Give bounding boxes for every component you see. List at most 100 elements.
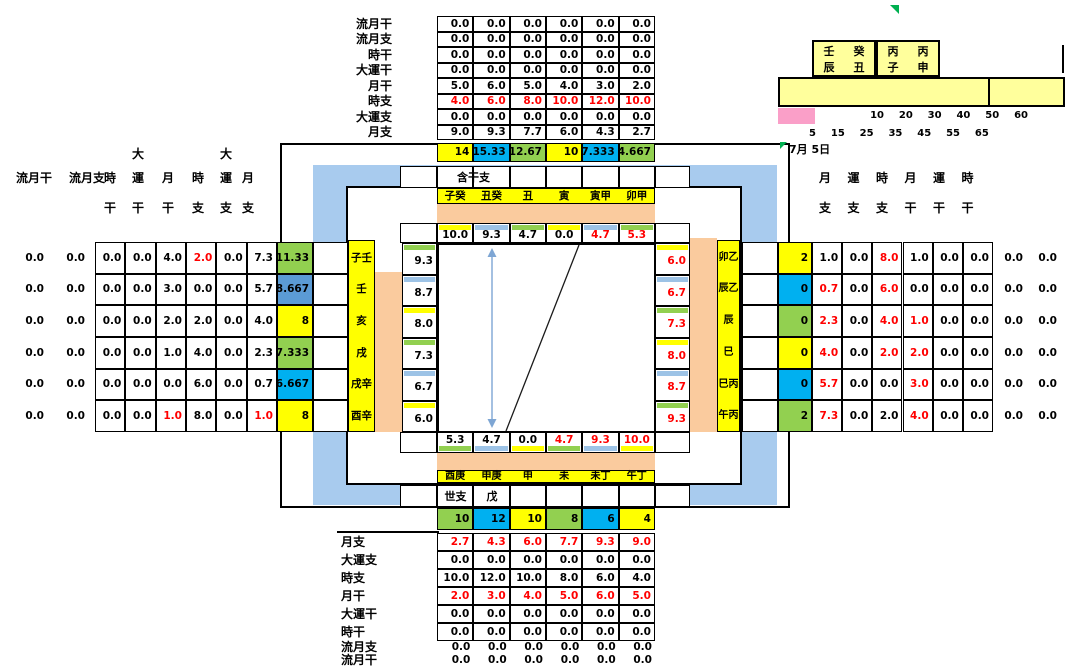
pillar-char[interactable]: 申 bbox=[917, 60, 929, 74]
chart-value-cell[interactable]: 4.7 bbox=[509, 223, 546, 243]
right-block-cell[interactable]: 8.0 bbox=[872, 242, 903, 274]
bottom-table-cell[interactable]: 0.0 bbox=[437, 605, 474, 623]
top-table-cell[interactable]: 4.3 bbox=[582, 124, 619, 140]
top-table-cell[interactable]: 0.0 bbox=[545, 47, 583, 63]
bottom-table-cell[interactable]: 10.0 bbox=[509, 569, 546, 587]
top-summary-cell[interactable]: 10 bbox=[545, 143, 583, 162]
right-block-cell[interactable]: 0.0 bbox=[962, 305, 993, 337]
left-block-outer-cell[interactable]: 0.0 bbox=[66, 251, 85, 264]
left-block-cell[interactable]: 1.0 bbox=[246, 400, 277, 432]
bottom-table-cell[interactable]: 4.0 bbox=[509, 587, 546, 605]
branch-label-bottom[interactable]: 申庚 bbox=[481, 470, 502, 482]
bottom-table-cell[interactable]: 8.0 bbox=[545, 569, 583, 587]
chart-value-cell[interactable]: 5.3 bbox=[618, 223, 655, 243]
left-header-label[interactable]: 月 bbox=[161, 171, 174, 185]
bottom-summary-cell[interactable]: 8 bbox=[545, 508, 583, 530]
bottom-table-row-label[interactable]: 時干 bbox=[341, 625, 366, 639]
pillar-char[interactable]: 癸 bbox=[853, 44, 865, 58]
left-block-sum-cell[interactable]: 8.667 bbox=[276, 273, 313, 306]
right-block-cell[interactable]: 2.3 bbox=[812, 305, 843, 337]
left-block-cell[interactable]: 0.0 bbox=[95, 305, 126, 337]
bottom-table-row-label[interactable]: 月支 bbox=[341, 535, 366, 549]
left-block-cell[interactable]: 0.0 bbox=[95, 400, 126, 432]
right-block-cell[interactable]: 6.0 bbox=[872, 273, 903, 306]
chart-value-cell[interactable]: 8.0 bbox=[655, 337, 690, 369]
bottom-table-cell[interactable]: 0.0 bbox=[633, 654, 652, 666]
bottom-table-cell[interactable]: 0.0 bbox=[618, 623, 655, 641]
bottom-table-cell[interactable]: 3.0 bbox=[473, 587, 510, 605]
right-block-outer-cell[interactable]: 0.0 bbox=[1004, 283, 1023, 296]
top-table-row-label[interactable]: 流月支 bbox=[355, 32, 392, 47]
left-block-cell[interactable]: 0.0 bbox=[216, 305, 247, 337]
pillar-char[interactable]: 丙 bbox=[917, 44, 929, 58]
left-header-label[interactable]: 支 bbox=[219, 201, 232, 215]
top-table-cell[interactable]: 4.0 bbox=[545, 78, 583, 94]
left-block-cell[interactable]: 2.0 bbox=[185, 242, 217, 274]
right-block-cell[interactable]: 4.0 bbox=[872, 305, 903, 337]
bottom-table-cell[interactable]: 0.0 bbox=[437, 623, 474, 641]
left-block-outer-cell[interactable]: 0.0 bbox=[25, 251, 44, 264]
top-summary-cell[interactable]: 12.67 bbox=[509, 143, 546, 162]
right-block-cell[interactable]: 1.0 bbox=[902, 305, 933, 337]
left-block-outer-cell[interactable]: 0.0 bbox=[25, 283, 44, 296]
stem-label-left[interactable]: 子壬 bbox=[351, 251, 372, 264]
branch-label-bottom[interactable]: 酉庚 bbox=[445, 470, 466, 482]
top-table-cell[interactable]: 5.0 bbox=[437, 78, 474, 94]
bottom-table-cell[interactable]: 0.0 bbox=[488, 654, 507, 666]
right-block-outer-cell[interactable]: 0.0 bbox=[1004, 346, 1023, 359]
left-header-label[interactable]: 大 bbox=[131, 147, 144, 161]
decade-number[interactable]: 20 bbox=[898, 110, 913, 121]
right-block-sum-cell[interactable]: 0 bbox=[778, 273, 812, 306]
left-block-cell[interactable]: 0.0 bbox=[95, 368, 126, 401]
left-block-cell[interactable]: 0.0 bbox=[95, 242, 126, 274]
top-table-row-label[interactable]: 大運支 bbox=[355, 109, 392, 124]
bottom-table-row-label[interactable]: 流月干 bbox=[341, 653, 378, 666]
right-block-cell[interactable]: 3.0 bbox=[902, 368, 933, 401]
left-block-cell[interactable]: 0.0 bbox=[95, 273, 126, 306]
left-header-label[interactable]: 運 bbox=[219, 171, 232, 185]
right-block-outer-cell[interactable]: 0.0 bbox=[1004, 409, 1023, 422]
stem-label-right[interactable]: 卯乙 bbox=[718, 251, 739, 263]
right-block-outer-cell[interactable]: 0.0 bbox=[1038, 314, 1057, 327]
top-table-cell[interactable]: 6.0 bbox=[545, 124, 583, 140]
left-block-cell[interactable]: 0.0 bbox=[125, 400, 156, 432]
left-block-cell[interactable]: 2.3 bbox=[246, 337, 277, 369]
top-table-cell[interactable]: 0.0 bbox=[582, 16, 619, 32]
right-block-cell[interactable]: 0.0 bbox=[962, 400, 993, 432]
left-block-cell[interactable]: 2.0 bbox=[155, 305, 186, 337]
stem-label-right[interactable]: 巳 bbox=[723, 346, 734, 358]
right-block-cell[interactable]: 0.0 bbox=[842, 368, 873, 401]
left-block-cell[interactable]: 0.0 bbox=[216, 273, 247, 306]
left-block-outer-cell[interactable]: 0.0 bbox=[25, 314, 44, 327]
top-table-cell[interactable]: 0.0 bbox=[545, 16, 583, 32]
chart-value-cell[interactable]: 0.0 bbox=[509, 432, 546, 453]
decade-number[interactable]: 65 bbox=[974, 128, 989, 139]
bottom-table-cell[interactable]: 4.0 bbox=[618, 569, 655, 587]
hanganzhi-label[interactable]: 含干支 bbox=[457, 170, 490, 184]
left-block-cell[interactable]: 6.0 bbox=[185, 368, 217, 401]
bottom-table-cell[interactable]: 6.0 bbox=[582, 569, 619, 587]
left-header-label[interactable]: 流月干 bbox=[15, 171, 52, 185]
stem-label-right[interactable]: 午丙 bbox=[718, 410, 739, 422]
bottom-table-cell[interactable]: 0.0 bbox=[473, 605, 510, 623]
chart-value-cell[interactable]: 10.0 bbox=[618, 432, 655, 453]
left-block-cell[interactable]: 0.0 bbox=[216, 337, 247, 369]
branch-label-bottom[interactable]: 午丁 bbox=[626, 470, 647, 482]
decade-number[interactable]: 30 bbox=[927, 110, 942, 121]
chart-value-cell[interactable]: 9.3 bbox=[582, 432, 619, 453]
top-summary-cell[interactable]: 7.333 bbox=[581, 143, 619, 162]
branch-label-bottom[interactable]: 未丁 bbox=[590, 470, 611, 482]
chart-value-cell[interactable]: 10.0 bbox=[437, 223, 474, 243]
chart-value-cell[interactable]: 7.3 bbox=[655, 306, 690, 338]
chart-value-cell[interactable]: 8.0 bbox=[402, 306, 437, 338]
right-block-cell[interactable]: 0.0 bbox=[962, 337, 993, 369]
bottom-table-cell[interactable]: 0.0 bbox=[451, 640, 471, 653]
left-block-cell[interactable]: 4.0 bbox=[155, 242, 186, 274]
top-table-cell[interactable]: 0.0 bbox=[473, 62, 510, 78]
bottom-table-cell[interactable]: 5.0 bbox=[545, 587, 583, 605]
left-block-outer-cell[interactable]: 0.0 bbox=[66, 283, 85, 296]
branch-label-top[interactable]: 丑 bbox=[522, 189, 534, 202]
top-table-cell[interactable]: 0.0 bbox=[582, 31, 619, 47]
top-table-cell[interactable]: 10.0 bbox=[545, 93, 583, 109]
decade-number[interactable]: 45 bbox=[917, 128, 932, 139]
